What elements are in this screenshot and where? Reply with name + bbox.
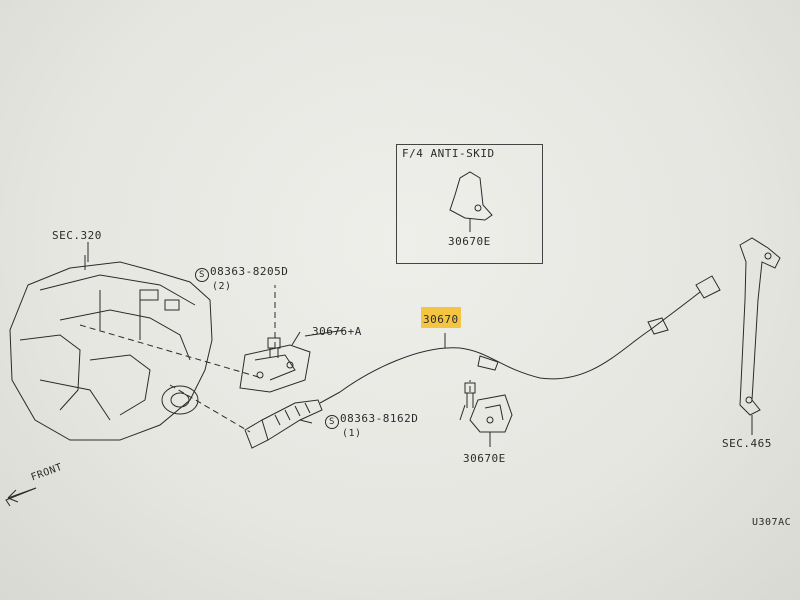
inset-box-anti-skid xyxy=(396,144,543,264)
bracket-30676a xyxy=(239,329,346,393)
label-30676a: 30676+A xyxy=(312,325,362,338)
cable-connector xyxy=(695,275,721,299)
front-arrow-icon xyxy=(5,487,37,507)
label-sec-320: SEC.320 xyxy=(52,229,102,242)
label-diagram-code: U307AC xyxy=(752,517,792,528)
bolt-8205d xyxy=(267,337,281,358)
label-30670: 30670 xyxy=(423,313,459,326)
label-inset-title: F/4 ANTI-SKID xyxy=(402,147,495,160)
cable-boot xyxy=(244,391,341,449)
cable-clip xyxy=(477,355,499,371)
label-qty-1: (1) xyxy=(342,428,362,439)
leader-8162d xyxy=(459,404,466,421)
guide-lines xyxy=(79,285,471,433)
label-30670e-inset: 30670E xyxy=(448,235,491,248)
leader-cable-boot xyxy=(299,419,313,424)
highlight-30670: 30670 xyxy=(421,307,461,328)
cable-grommet xyxy=(647,317,669,335)
label-30670e-main: 30670E xyxy=(463,452,506,465)
s-mark-icon: S xyxy=(195,268,209,282)
label-qty-2: (2) xyxy=(212,281,232,292)
label-sec-465: SEC.465 xyxy=(722,437,772,450)
control-cable xyxy=(339,291,701,393)
s-mark-icon: S xyxy=(325,415,339,429)
bolt-8162d xyxy=(464,382,476,408)
transmission-housing xyxy=(9,255,213,441)
lever-sec465 xyxy=(739,237,781,435)
bracket-30670e-inset xyxy=(449,171,493,232)
bracket-30670e-main xyxy=(469,394,513,447)
